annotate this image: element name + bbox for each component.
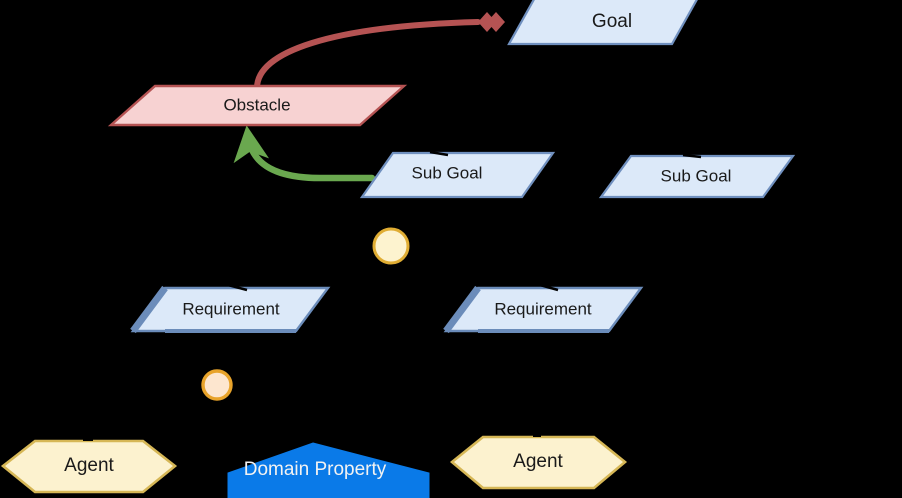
node-requirement-1[interactable]: Requirement xyxy=(130,283,331,334)
subgoal-2-shape xyxy=(598,154,796,199)
node-domain-property[interactable]: Domain Property xyxy=(227,442,430,498)
refinement-2-shape xyxy=(201,369,233,401)
node-refinement-1[interactable] xyxy=(372,227,410,265)
node-agent-1[interactable]: Agent xyxy=(0,437,178,494)
node-requirement-2[interactable]: Requirement xyxy=(443,283,644,334)
refinement-1-shape xyxy=(372,227,410,265)
obstacle-shape xyxy=(107,84,408,127)
agent-1-connection-notch xyxy=(83,437,93,441)
subgoal-2-connection-notch xyxy=(682,153,702,159)
subgoal-1-shape xyxy=(359,151,556,199)
double-diamond-marker xyxy=(478,12,505,32)
agent-2-shape xyxy=(449,435,628,490)
subgoal-1-connection-notch xyxy=(429,150,449,157)
goal-shape xyxy=(507,0,698,46)
agent-2-connection-notch xyxy=(533,433,541,437)
node-subgoal-1[interactable]: Sub Goal xyxy=(359,150,556,199)
link-obstruction[interactable] xyxy=(254,12,505,91)
node-obstacle[interactable]: Obstacle xyxy=(107,84,408,127)
domain-property-shape xyxy=(227,442,430,498)
requirement-1-connection-notch xyxy=(227,283,248,292)
requirement-2-connection-notch xyxy=(539,283,559,292)
requirement-2-left-bar xyxy=(443,285,481,334)
link-resolution[interactable] xyxy=(233,125,376,182)
node-refinement-2[interactable] xyxy=(201,369,233,401)
node-subgoal-2[interactable]: Sub Goal xyxy=(598,153,796,199)
goal-connection-notch xyxy=(450,42,464,45)
requirement-1-left-bar xyxy=(130,285,168,334)
node-agent-2[interactable]: Agent xyxy=(449,433,628,490)
agent-1-shape xyxy=(0,439,178,494)
